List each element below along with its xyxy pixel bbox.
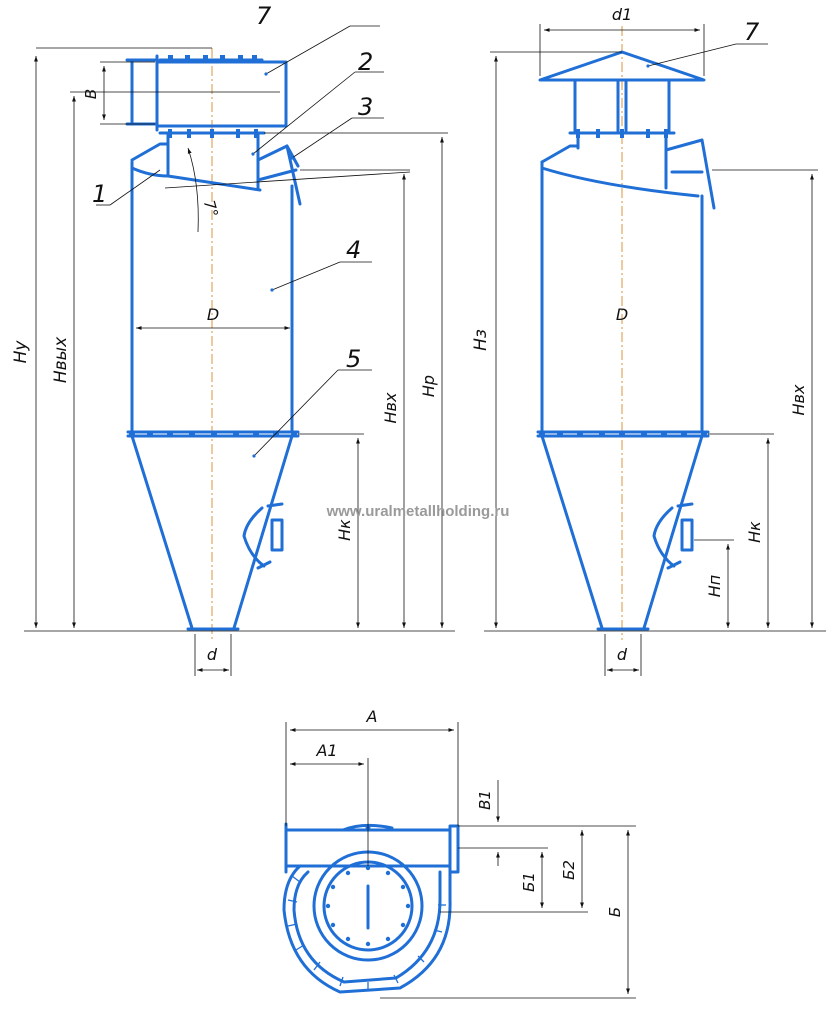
plan-view: A A1 B1 Б1 Б2 Б <box>282 707 636 999</box>
callout-4: 4 <box>346 236 361 264</box>
cone <box>130 434 194 630</box>
outlet-pipe <box>125 54 288 132</box>
dim-bb: Б <box>606 907 624 917</box>
callout-5: 5 <box>346 345 361 373</box>
dim-hk-right: Hк <box>745 521 764 543</box>
dim-hr: Hр <box>419 375 438 397</box>
dim-hvh-left: Hвх <box>381 392 400 423</box>
dim-d-right: D <box>616 305 628 324</box>
dim-hvyh: Hвых <box>51 336 71 383</box>
plan-housing <box>282 864 452 994</box>
right-view: 7 d1 D Hз Hвх Hк Hп d <box>471 5 826 676</box>
dim-bb1: Б1 <box>520 872 538 892</box>
cone-right <box>540 434 604 630</box>
spiral-head-right <box>540 144 580 164</box>
inspection-hatch-right <box>652 506 676 568</box>
callout-3: 3 <box>358 93 373 121</box>
dim-b: B <box>82 89 100 99</box>
dim-d-small-left: d <box>207 645 218 664</box>
dim-b1: B1 <box>476 790 494 810</box>
watermark: www.uralmetallholding.ru <box>326 503 510 520</box>
callout-7: 7 <box>744 18 760 46</box>
inlet-duct <box>285 144 300 168</box>
dim-d1: d1 <box>612 5 632 24</box>
plan-bolt-holes <box>325 825 411 947</box>
callout-6: 7 <box>256 2 272 30</box>
callout-1: 1 <box>92 180 107 208</box>
dim-hp: Hп <box>705 575 724 598</box>
dim-d-small-right: d <box>617 645 628 664</box>
dim-hz: Hз <box>471 329 491 351</box>
dim-angle: 7° <box>200 198 222 219</box>
dim-hk-left: Hк <box>335 519 354 541</box>
umbrella-cap <box>538 50 706 82</box>
inspection-hatch <box>242 506 266 568</box>
plan-outlet-duct <box>284 822 460 874</box>
dim-d-left: D <box>207 305 219 324</box>
left-view: 7 2 3 1 4 5 Hy Hвых B D Hвх Hр Hк d 7° <box>11 2 455 676</box>
dim-a: A <box>366 707 378 726</box>
dim-bb2: Б2 <box>560 860 578 880</box>
plan-top-arc <box>341 823 394 832</box>
spiral-head <box>130 142 170 162</box>
dim-a1: A1 <box>315 741 337 760</box>
dim-hvh-right: Hвх <box>789 384 808 415</box>
callout-2: 2 <box>358 48 373 76</box>
dim-hy: Hy <box>11 340 31 364</box>
